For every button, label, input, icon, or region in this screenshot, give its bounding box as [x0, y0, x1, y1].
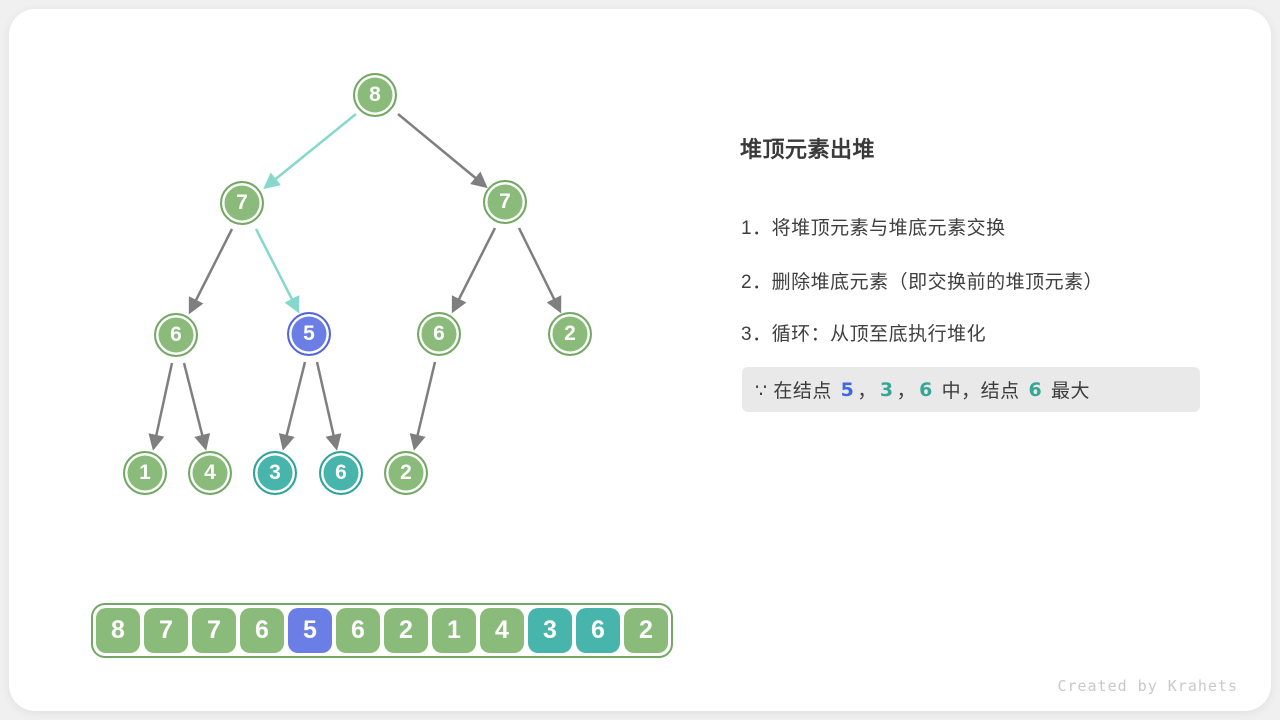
diagram-card: [9, 9, 1271, 711]
step-item: 3．循环：从顶至底执行堆化: [741, 324, 987, 345]
tree-node: 2: [548, 312, 592, 356]
page-title: 堆顶元素出堆: [740, 137, 876, 162]
tree-edge: [451, 227, 497, 314]
array-cell: 3: [528, 608, 572, 653]
heap-array: 8 7 7 6 5 6 2 1 4 3 6 2: [91, 603, 673, 658]
tree-node: 4: [188, 451, 232, 495]
array-cell: 5: [288, 608, 332, 653]
tree-edge: [148, 362, 174, 451]
note-text-segment: 最大: [1045, 381, 1090, 402]
array-cell: 2: [384, 608, 428, 653]
tree-edge: [182, 362, 211, 451]
array-cell: 6: [240, 608, 284, 653]
tree-node: 8: [353, 73, 397, 117]
tree-node: 6: [417, 312, 461, 356]
tree-edge: [397, 113, 488, 189]
note-text-segment: ，: [857, 381, 877, 402]
array-cell: 7: [192, 608, 236, 653]
note-text-segment: ∵ 在结点: [755, 381, 838, 402]
array-cell: 2: [624, 608, 668, 653]
tree-node: 2: [384, 451, 428, 495]
step-item: 2．删除堆底元素（即交换前的堆顶元素）: [741, 272, 1104, 293]
array-cell: 1: [432, 608, 476, 653]
note-value-3: 3: [879, 378, 894, 401]
array-cell: 4: [480, 608, 524, 653]
tree-edge: [188, 228, 234, 315]
note-value-6: 6: [919, 378, 933, 401]
credit-text: Created by Krahets: [1057, 677, 1238, 695]
tree-edge: [517, 227, 562, 314]
tree-node: 7: [220, 181, 264, 225]
tree-node: 6: [154, 313, 198, 357]
tree-node: 3: [253, 451, 297, 495]
tree-edge: [263, 113, 357, 190]
array-cell: 7: [144, 608, 188, 653]
step-item: 1．将堆顶元素与堆底元素交换: [741, 218, 1006, 239]
tree-edge: [409, 361, 437, 451]
note-value-6-max: 6: [1028, 378, 1043, 401]
tree-node: 7: [483, 180, 527, 224]
note-text-segment: 中，结点: [935, 381, 1026, 402]
note-value-5: 5: [840, 378, 855, 401]
tree-edge: [254, 228, 300, 314]
note-text-segment: ，: [896, 381, 917, 402]
tree-edge: [278, 361, 307, 451]
tree-node: 5: [287, 312, 331, 356]
array-cell: 8: [96, 608, 140, 653]
tree-node: 6: [319, 451, 363, 495]
array-cell: 6: [336, 608, 380, 653]
note-box: ∵ 在结点 5 ， 3 ， 6 中，结点 6 最大: [742, 367, 1200, 412]
tree-node: 1: [123, 451, 167, 495]
tree-edge: [315, 361, 342, 451]
array-cell: 6: [576, 608, 620, 653]
